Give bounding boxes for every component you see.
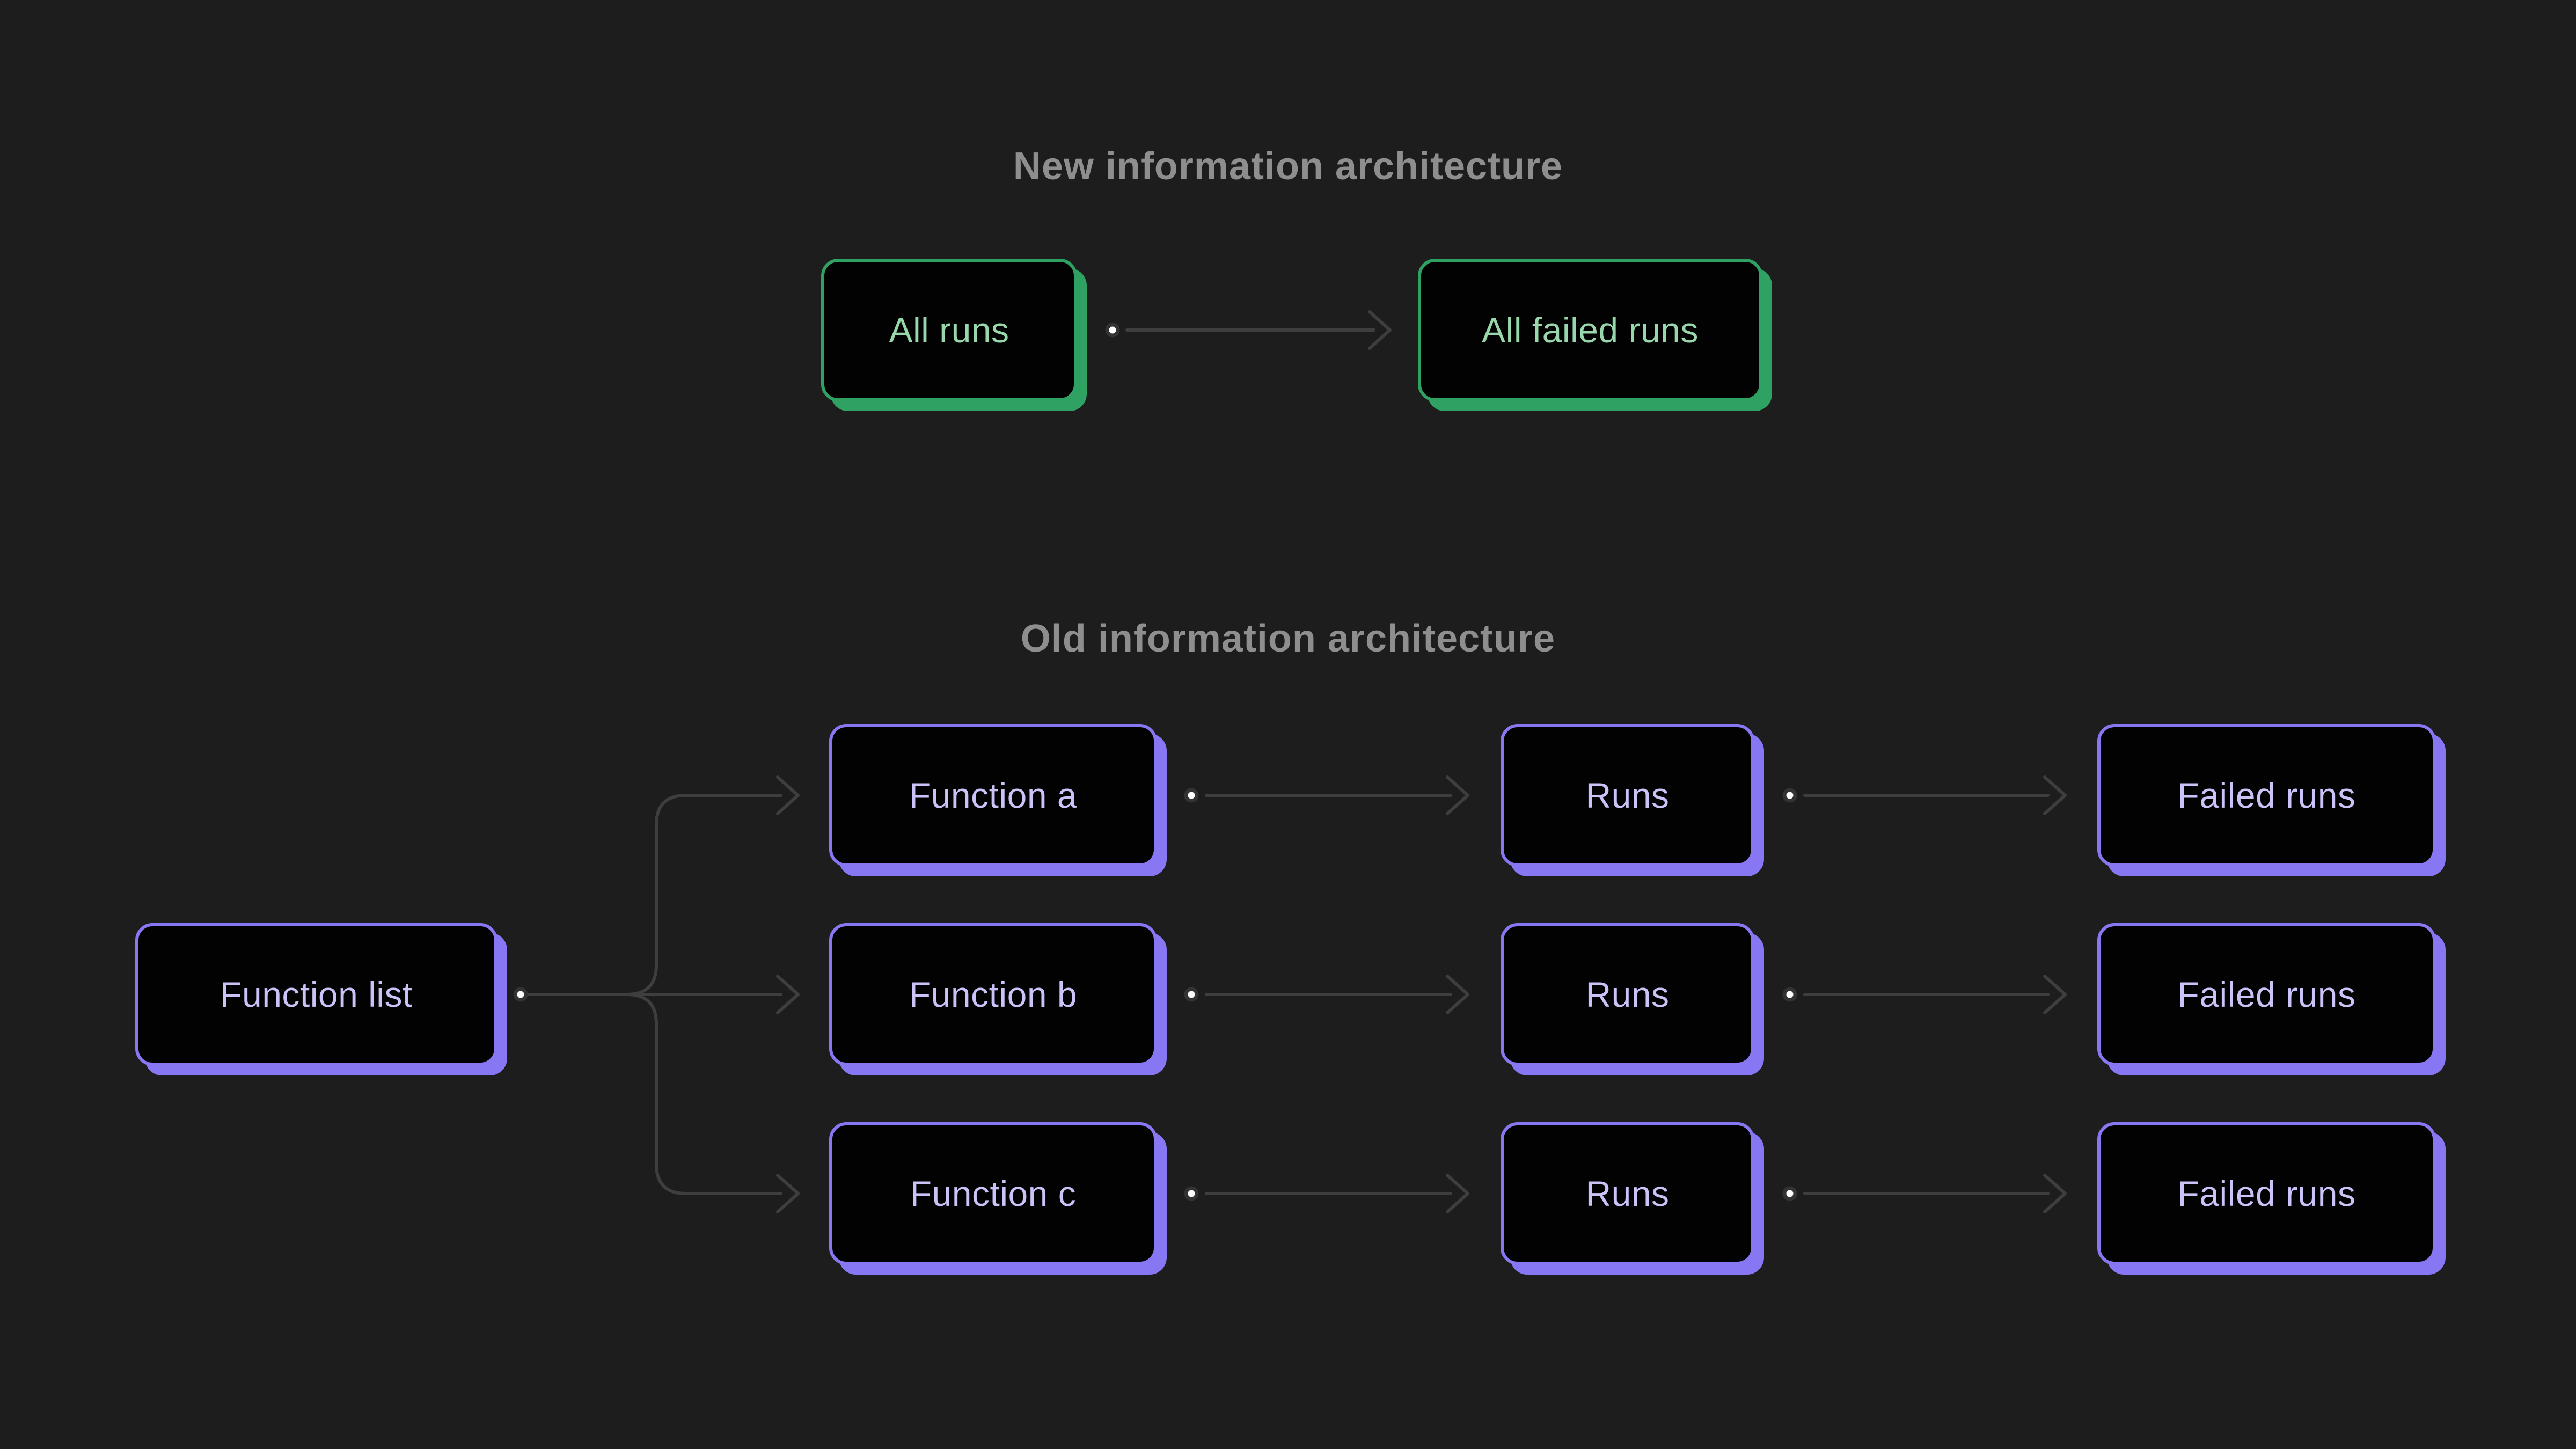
connector-dot-icon [1782,987,1797,1002]
node-label: Function list [220,975,413,1014]
old-architecture-title: Old information architecture [1020,617,1556,660]
node-label: Runs [1585,775,1670,815]
node-runs-c: Runs [1501,1122,1754,1265]
node-all-runs: All runs [821,259,1077,401]
node-label: Failed runs [2177,775,2356,815]
node-function-list: Function list [135,923,497,1066]
node-label: Runs [1585,975,1670,1014]
node-label: Runs [1585,1174,1670,1213]
connector-dot-icon [513,987,528,1002]
connector-dot-icon [1782,788,1797,803]
arrowhead-icon [776,775,800,815]
node-label: Function a [909,775,1078,815]
node-label: Function c [910,1174,1077,1213]
node-label: All failed runs [1482,310,1699,350]
node-all-failed-runs: All failed runs [1418,259,1762,401]
node-failed-runs-a: Failed runs [2097,724,2436,867]
arrowhead-icon [2043,975,2067,1014]
arrowhead-icon [1368,310,1392,350]
node-label: Function b [909,975,1078,1014]
node-function-a: Function a [829,724,1157,867]
node-failed-runs-b: Failed runs [2097,923,2436,1066]
node-runs-a: Runs [1501,724,1754,867]
arrowhead-icon [1446,775,1469,815]
node-runs-b: Runs [1501,923,1754,1066]
node-function-c: Function c [829,1122,1157,1265]
node-failed-runs-c: Failed runs [2097,1122,2436,1265]
node-label: All runs [889,310,1009,350]
arrowhead-icon [2043,775,2067,815]
connector-dot-icon [1105,323,1120,338]
node-label: Failed runs [2177,1174,2356,1213]
branch-curve [625,993,782,1195]
arrowhead-icon [776,1174,800,1213]
node-function-b: Function b [829,923,1157,1066]
connector-dot-icon [1184,987,1199,1002]
branch-curve [625,794,782,996]
node-label: Failed runs [2177,975,2356,1014]
arrowhead-icon [2043,1174,2067,1213]
connector-dot-icon [1184,1186,1199,1201]
arrowhead-icon [1446,975,1469,1014]
arrowhead-icon [1446,1174,1469,1213]
connector-dot-icon [1184,788,1199,803]
new-architecture-title: New information architecture [1013,145,1563,188]
connector-dot-icon [1782,1186,1797,1201]
arrowhead-icon [776,975,800,1014]
